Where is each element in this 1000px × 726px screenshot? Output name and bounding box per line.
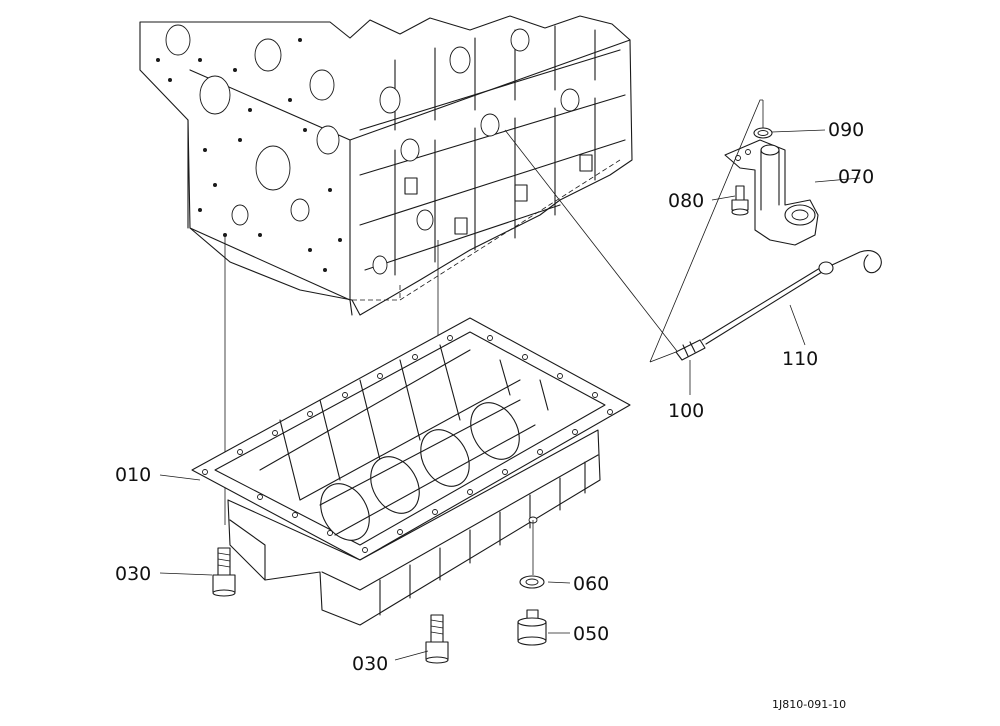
dipstick-guide — [675, 339, 706, 361]
label-030-bottom[interactable]: 030 — [352, 653, 388, 675]
engine-block — [139, 15, 633, 316]
label-060[interactable]: 060 — [573, 573, 609, 595]
leader-lines — [159, 129, 861, 661]
bolt-030-left — [212, 547, 236, 597]
block-bolt-dots — [156, 38, 342, 272]
pan-interior-baffles — [259, 344, 549, 501]
pan-flange-holes — [202, 335, 613, 553]
label-110[interactable]: 110 — [782, 348, 818, 370]
pan-crank-lobes — [319, 399, 536, 541]
drawing-code: 1J810-091-10 — [772, 698, 846, 711]
dipstick — [701, 250, 882, 345]
washer-060 — [519, 575, 545, 589]
label-100[interactable]: 100 — [668, 400, 704, 422]
drain-plug-050 — [517, 609, 547, 646]
block-front-ribs — [359, 25, 626, 276]
part-labels: 090 070 080 110 100 010 030 060 050 030 — [115, 119, 874, 675]
oil-pan — [191, 317, 631, 626]
bolt-080 — [731, 185, 749, 216]
label-080[interactable]: 080 — [668, 190, 704, 212]
label-010[interactable]: 010 — [115, 464, 151, 486]
label-050[interactable]: 050 — [573, 623, 609, 645]
label-030-left[interactable]: 030 — [115, 563, 151, 585]
bolt-030-bottom — [425, 614, 449, 664]
label-070[interactable]: 070 — [838, 166, 874, 188]
filter-bracket — [724, 139, 819, 246]
label-090[interactable]: 090 — [828, 119, 864, 141]
